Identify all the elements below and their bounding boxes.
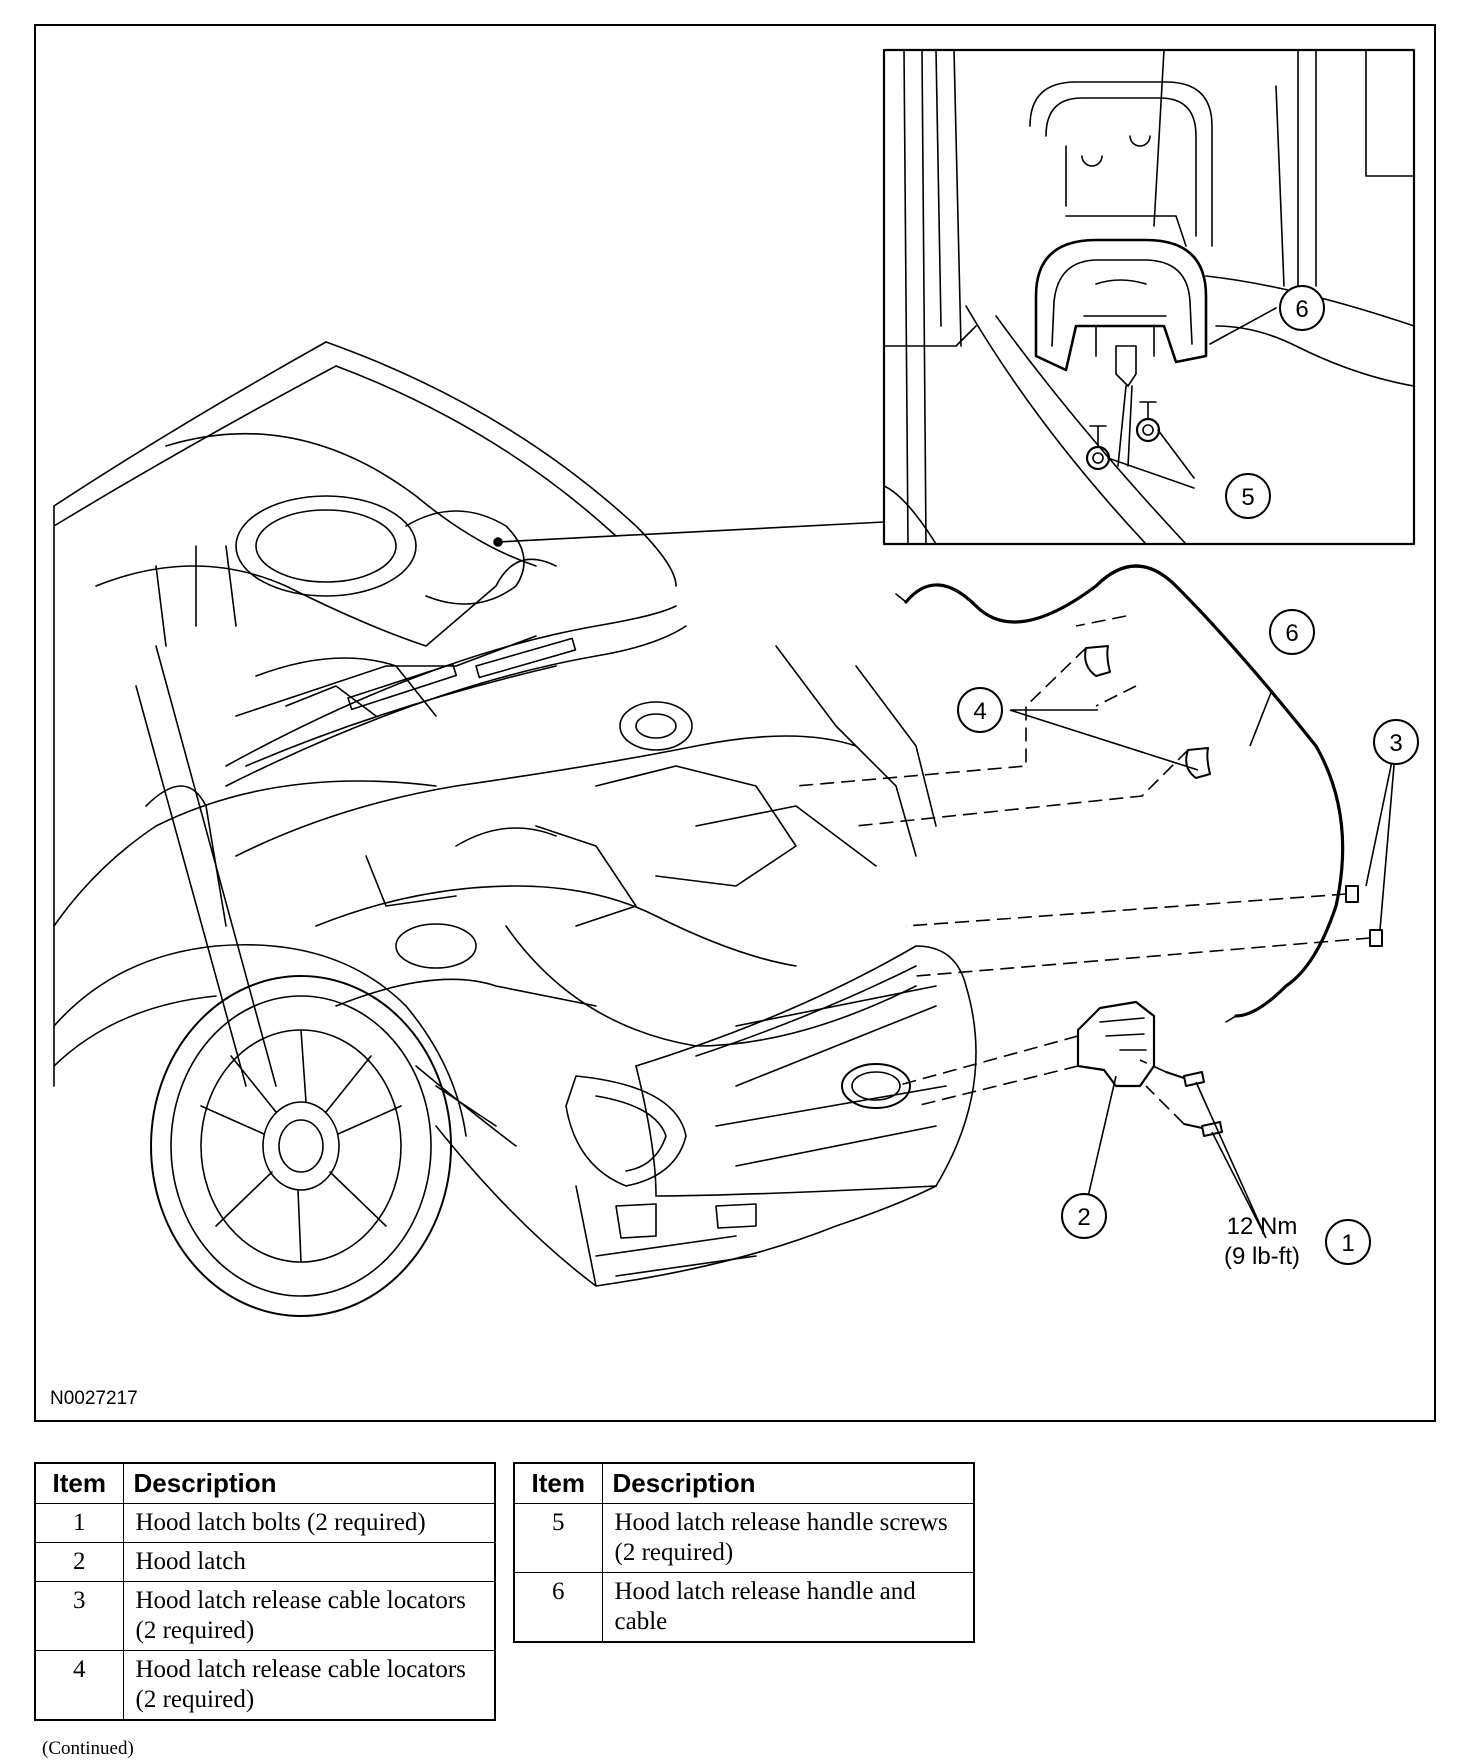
table-row: 3 Hood latch release cable locators (2 r…	[34, 1581, 496, 1651]
callout-circle-1	[1325, 1219, 1371, 1265]
service-diagram: 6 5 6 4 3 2 1 12 Nm (9 lb-ft) N0027217	[34, 24, 1436, 1422]
item-description: Hood latch release handle screws (2 requ…	[601, 1503, 975, 1573]
table-row: 5 Hood latch release handle screws (2 re…	[513, 1503, 975, 1573]
callout-inset-5: 5	[1241, 484, 1254, 511]
callout-4: 4	[973, 698, 986, 725]
table-row: 6 Hood latch release handle and cable	[513, 1572, 975, 1643]
item-description: Hood latch release cable locators (2 req…	[122, 1650, 496, 1721]
callout-circle-inset-6	[1279, 285, 1325, 331]
callout-3: 3	[1389, 730, 1402, 757]
item-description: Hood latch release cable locators (2 req…	[122, 1581, 496, 1651]
callout-1: 1	[1341, 1230, 1354, 1257]
item-description: Hood latch release handle and cable	[601, 1572, 975, 1643]
column-header-item: Item	[34, 1462, 124, 1504]
item-number: 2	[34, 1542, 124, 1582]
alignment-lines	[795, 615, 1371, 1125]
diagram-drawing: 6 5 6 4 3 2 1 12 Nm (9 lb-ft) N0027217	[50, 48, 1419, 1409]
item-description: Hood latch bolts (2 required)	[122, 1503, 496, 1543]
item-description: Hood latch	[122, 1542, 496, 1582]
legend-table-left: Item Description 1 Hood latch bolts (2 r…	[34, 1462, 496, 1721]
torque-spec-lbft: (9 lb-ft)	[1224, 1243, 1300, 1270]
callout-circles	[957, 285, 1419, 1265]
item-number: 4	[34, 1650, 124, 1721]
inset-leader-line	[497, 521, 885, 543]
table-row: 2 Hood latch	[34, 1542, 496, 1582]
vehicle-drawing	[53, 341, 977, 1317]
callout-6: 6	[1285, 620, 1298, 647]
callout-circle-6	[1269, 609, 1315, 655]
callout-circle-inset-5	[1225, 473, 1271, 519]
table-row: 4 Hood latch release cable locators (2 r…	[34, 1650, 496, 1721]
callout-inset-6: 6	[1295, 296, 1308, 323]
callout-circle-4	[957, 687, 1003, 733]
column-header-description: Description	[122, 1462, 496, 1504]
callout-circle-3	[1373, 719, 1419, 765]
item-number: 1	[34, 1503, 124, 1543]
column-header-item: Item	[513, 1462, 603, 1504]
callout-circle-2	[1061, 1193, 1107, 1239]
release-cable	[904, 564, 1345, 1018]
table-row: 1 Hood latch bolts (2 required)	[34, 1503, 496, 1543]
callout-2: 2	[1077, 1204, 1090, 1231]
torque-spec-nm: 12 Nm	[1227, 1213, 1298, 1240]
item-number: 6	[513, 1572, 603, 1643]
legend-table-right: Item Description 5 Hood latch release ha…	[513, 1462, 975, 1643]
inset-detail	[882, 48, 1416, 546]
callout-leaders	[1009, 689, 1397, 1239]
figure-id: N0027217	[50, 1388, 138, 1409]
item-number: 3	[34, 1581, 124, 1651]
column-header-description: Description	[601, 1462, 975, 1504]
continued-note: (Continued)	[42, 1738, 134, 1759]
item-number: 5	[513, 1503, 603, 1573]
